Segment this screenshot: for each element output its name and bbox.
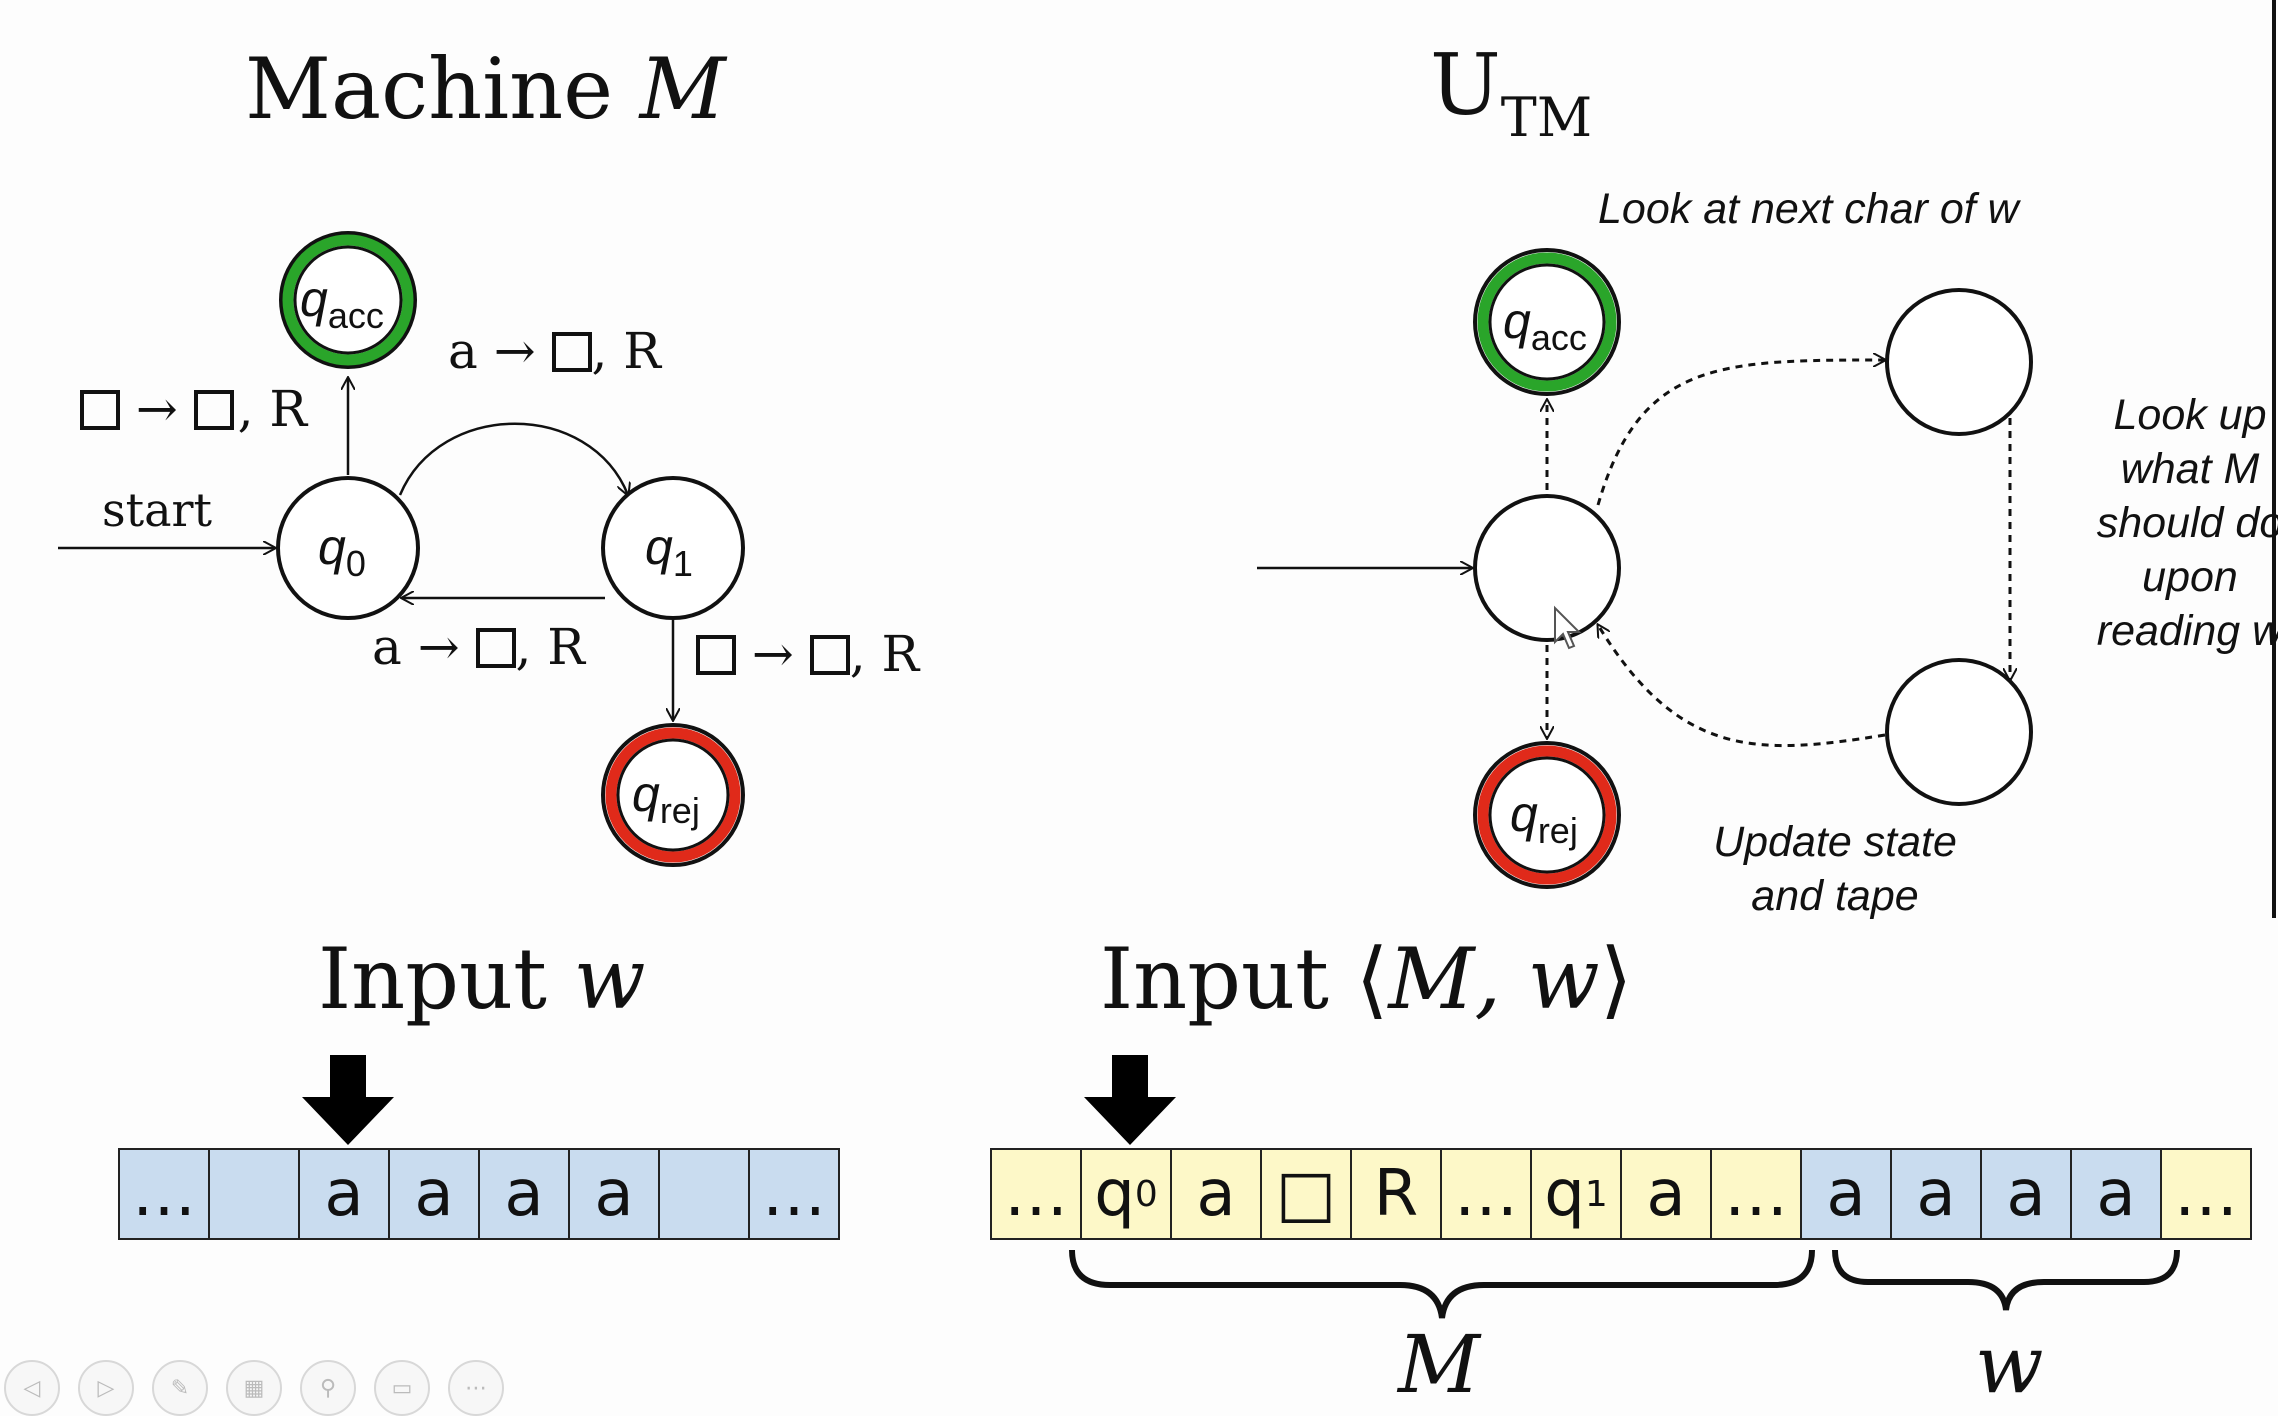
utm-state-center	[1473, 494, 1621, 642]
arrow-glyph: →	[135, 380, 178, 438]
next-icon[interactable]: ▷	[78, 1360, 134, 1416]
slide-edge-divider	[2272, 0, 2276, 918]
state-qacc-inner	[293, 245, 403, 355]
brace-label-m: M	[1398, 1318, 1480, 1411]
tape-cell: …	[990, 1148, 1082, 1240]
tape-cell: a	[1980, 1148, 2072, 1240]
state-q1	[601, 476, 745, 620]
transition-label-q1-qrej: → , R	[696, 625, 919, 683]
tape-input-w: … a a a a …	[118, 1148, 840, 1240]
utm-title: UTM	[1430, 36, 1592, 149]
input-mw-title: Input ⟨M, w⟩	[1100, 930, 1632, 1028]
utm-edge-center-to-lookchar	[1596, 360, 1885, 506]
utm-state-label-qacc: qacc	[1503, 293, 1587, 358]
utm-state-qrej-inner	[1488, 756, 1606, 874]
utm-state-qrej-reject-ring	[1477, 745, 1617, 885]
tape-cell: …	[2160, 1148, 2252, 1240]
tape-cell: a	[568, 1148, 660, 1240]
tape-cell: a	[1620, 1148, 1712, 1240]
tape-cell: …	[118, 1148, 210, 1240]
zoom-icon[interactable]: ⚲	[300, 1360, 356, 1416]
blank-symbol-icon	[696, 635, 736, 675]
tape-cell: a	[478, 1148, 570, 1240]
utm-state-qacc-accept-ring	[1477, 252, 1617, 392]
transition-label-q1-q0: a → , R	[372, 618, 585, 676]
tape-cell: …	[1440, 1148, 1532, 1240]
state-qacc-accept-ring	[282, 234, 414, 366]
input-w-title: Input w	[318, 930, 646, 1028]
brace-label-w: w	[1975, 1318, 2044, 1411]
state-qrej-reject-ring	[605, 727, 741, 863]
state-label-q0: q0	[318, 519, 366, 584]
state-label-q1: q1	[645, 519, 693, 584]
prev-icon[interactable]: ◁	[4, 1360, 60, 1416]
machine-title: Machine M	[245, 40, 726, 138]
utm-state-lookchar	[1885, 288, 2033, 436]
start-label: start	[102, 483, 212, 537]
tape-head-arrow-icon	[302, 1055, 394, 1145]
tape-cell: R	[1350, 1148, 1442, 1240]
tape-cell: a	[2070, 1148, 2162, 1240]
state-label-qacc: qacc	[300, 271, 384, 336]
transition-label-q0-q1: a → , R	[448, 322, 661, 380]
transition-label-q0-qacc: → , R	[80, 380, 307, 438]
blank-symbol-icon	[193, 390, 234, 430]
arrow-glyph: →	[751, 625, 794, 683]
state-q0	[276, 476, 420, 620]
blank-symbol-icon	[475, 628, 516, 668]
note-look-next-char: Look at next char of w	[1598, 185, 2019, 233]
slides-icon[interactable]: ▦	[226, 1360, 282, 1416]
brace-w	[1832, 1249, 2180, 1311]
tape-cell	[658, 1148, 750, 1240]
more-icon[interactable]: ⋯	[448, 1360, 504, 1416]
mouse-cursor-icon	[1554, 605, 1582, 650]
input-mw-title-suffix: ⟩	[1599, 930, 1633, 1028]
utm-tape-head-arrow-icon	[1084, 1055, 1176, 1145]
utm-edge-update-to-center	[1598, 625, 1886, 748]
tape-cell: …	[1710, 1148, 1802, 1240]
tape-cell	[208, 1148, 300, 1240]
brace-m	[1069, 1249, 1815, 1319]
machine-title-prefix: Machine	[245, 40, 640, 138]
utm-state-update	[1885, 658, 2033, 806]
utm-title-main: U	[1430, 36, 1501, 134]
tape-cell: □	[1260, 1148, 1352, 1240]
tape-cell: a	[1890, 1148, 1982, 1240]
utm-state-label-qrej: qrej	[1510, 786, 1578, 851]
tape-cell: a	[1170, 1148, 1262, 1240]
tape-cell: a	[1800, 1148, 1892, 1240]
arrow-glyph: →	[493, 322, 536, 380]
input-mw-title-prefix: Input ⟨	[1100, 930, 1389, 1028]
input-w-title-prefix: Input	[318, 930, 574, 1028]
utm-title-sub: TM	[1500, 86, 1593, 149]
arrow-glyph: →	[417, 618, 460, 676]
input-mw-title-var: M, w	[1388, 930, 1600, 1028]
tape-cell: a	[388, 1148, 480, 1240]
pen-icon[interactable]: ✎	[152, 1360, 208, 1416]
blank-symbol-icon	[809, 635, 850, 675]
edge-q0-q1	[398, 422, 628, 495]
note-update-state: Update state and tape	[1713, 818, 1957, 920]
state-qrej-inner	[616, 738, 730, 852]
blank-symbol-icon	[551, 332, 592, 372]
blank-symbol-icon	[80, 390, 120, 430]
subtitles-icon[interactable]: ▭	[374, 1360, 430, 1416]
input-w-title-var: w	[573, 930, 646, 1028]
slideshow-toolbar: ◁ ▷ ✎ ▦ ⚲ ▭ ⋯	[4, 1360, 504, 1416]
tape-cell: …	[748, 1148, 840, 1240]
state-label-qrej: qrej	[632, 766, 700, 831]
note-look-up: Look up what M should do upon reading w	[2096, 391, 2278, 655]
machine-title-var: M	[639, 40, 726, 138]
utm-state-qacc-inner	[1488, 263, 1606, 381]
tape-cell: a	[298, 1148, 390, 1240]
